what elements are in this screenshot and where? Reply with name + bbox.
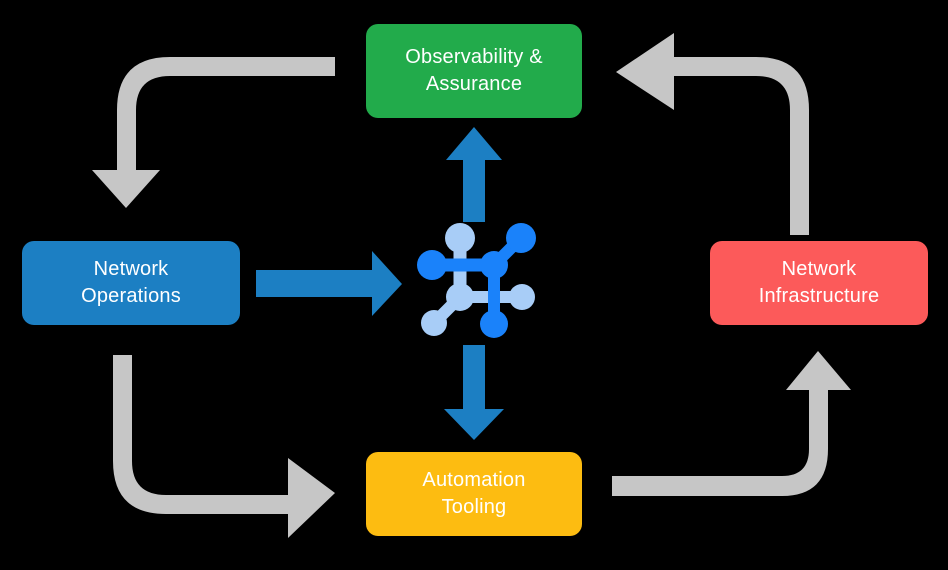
arrow-center-to-automation <box>444 345 504 440</box>
arrow-center-to-observability <box>446 127 502 222</box>
arrow-operations-to-center <box>256 251 402 316</box>
node-top-left <box>445 223 475 253</box>
node-top-right <box>506 223 536 253</box>
arrow-observability-to-operations <box>92 57 335 208</box>
node-observability-label: Observability & Assurance <box>405 46 543 95</box>
node-infrastructure-label: Network Infrastructure <box>758 258 880 307</box>
node-automation-label: Automation Tooling <box>422 469 526 518</box>
node-network-operations[interactable]: Network Operations <box>22 241 240 325</box>
node-network-infrastructure[interactable]: Network Infrastructure <box>710 241 928 325</box>
network-icon-edges <box>425 231 528 330</box>
node-bottom <box>480 310 508 338</box>
node-left <box>417 250 447 280</box>
arrow-automation-to-infrastructure <box>612 351 851 496</box>
node-operations-label: Network Operations <box>81 258 181 307</box>
node-right <box>509 284 535 310</box>
node-observability-assurance[interactable]: Observability & Assurance <box>366 24 582 118</box>
arrow-operations-to-automation <box>113 355 335 538</box>
node-center-right <box>480 251 508 279</box>
node-center-left <box>446 283 474 311</box>
network-icon-nodes <box>417 223 536 338</box>
arrow-infrastructure-to-observability <box>616 33 809 235</box>
node-bottom-left <box>421 310 447 336</box>
node-automation-tooling[interactable]: Automation Tooling <box>366 452 582 536</box>
